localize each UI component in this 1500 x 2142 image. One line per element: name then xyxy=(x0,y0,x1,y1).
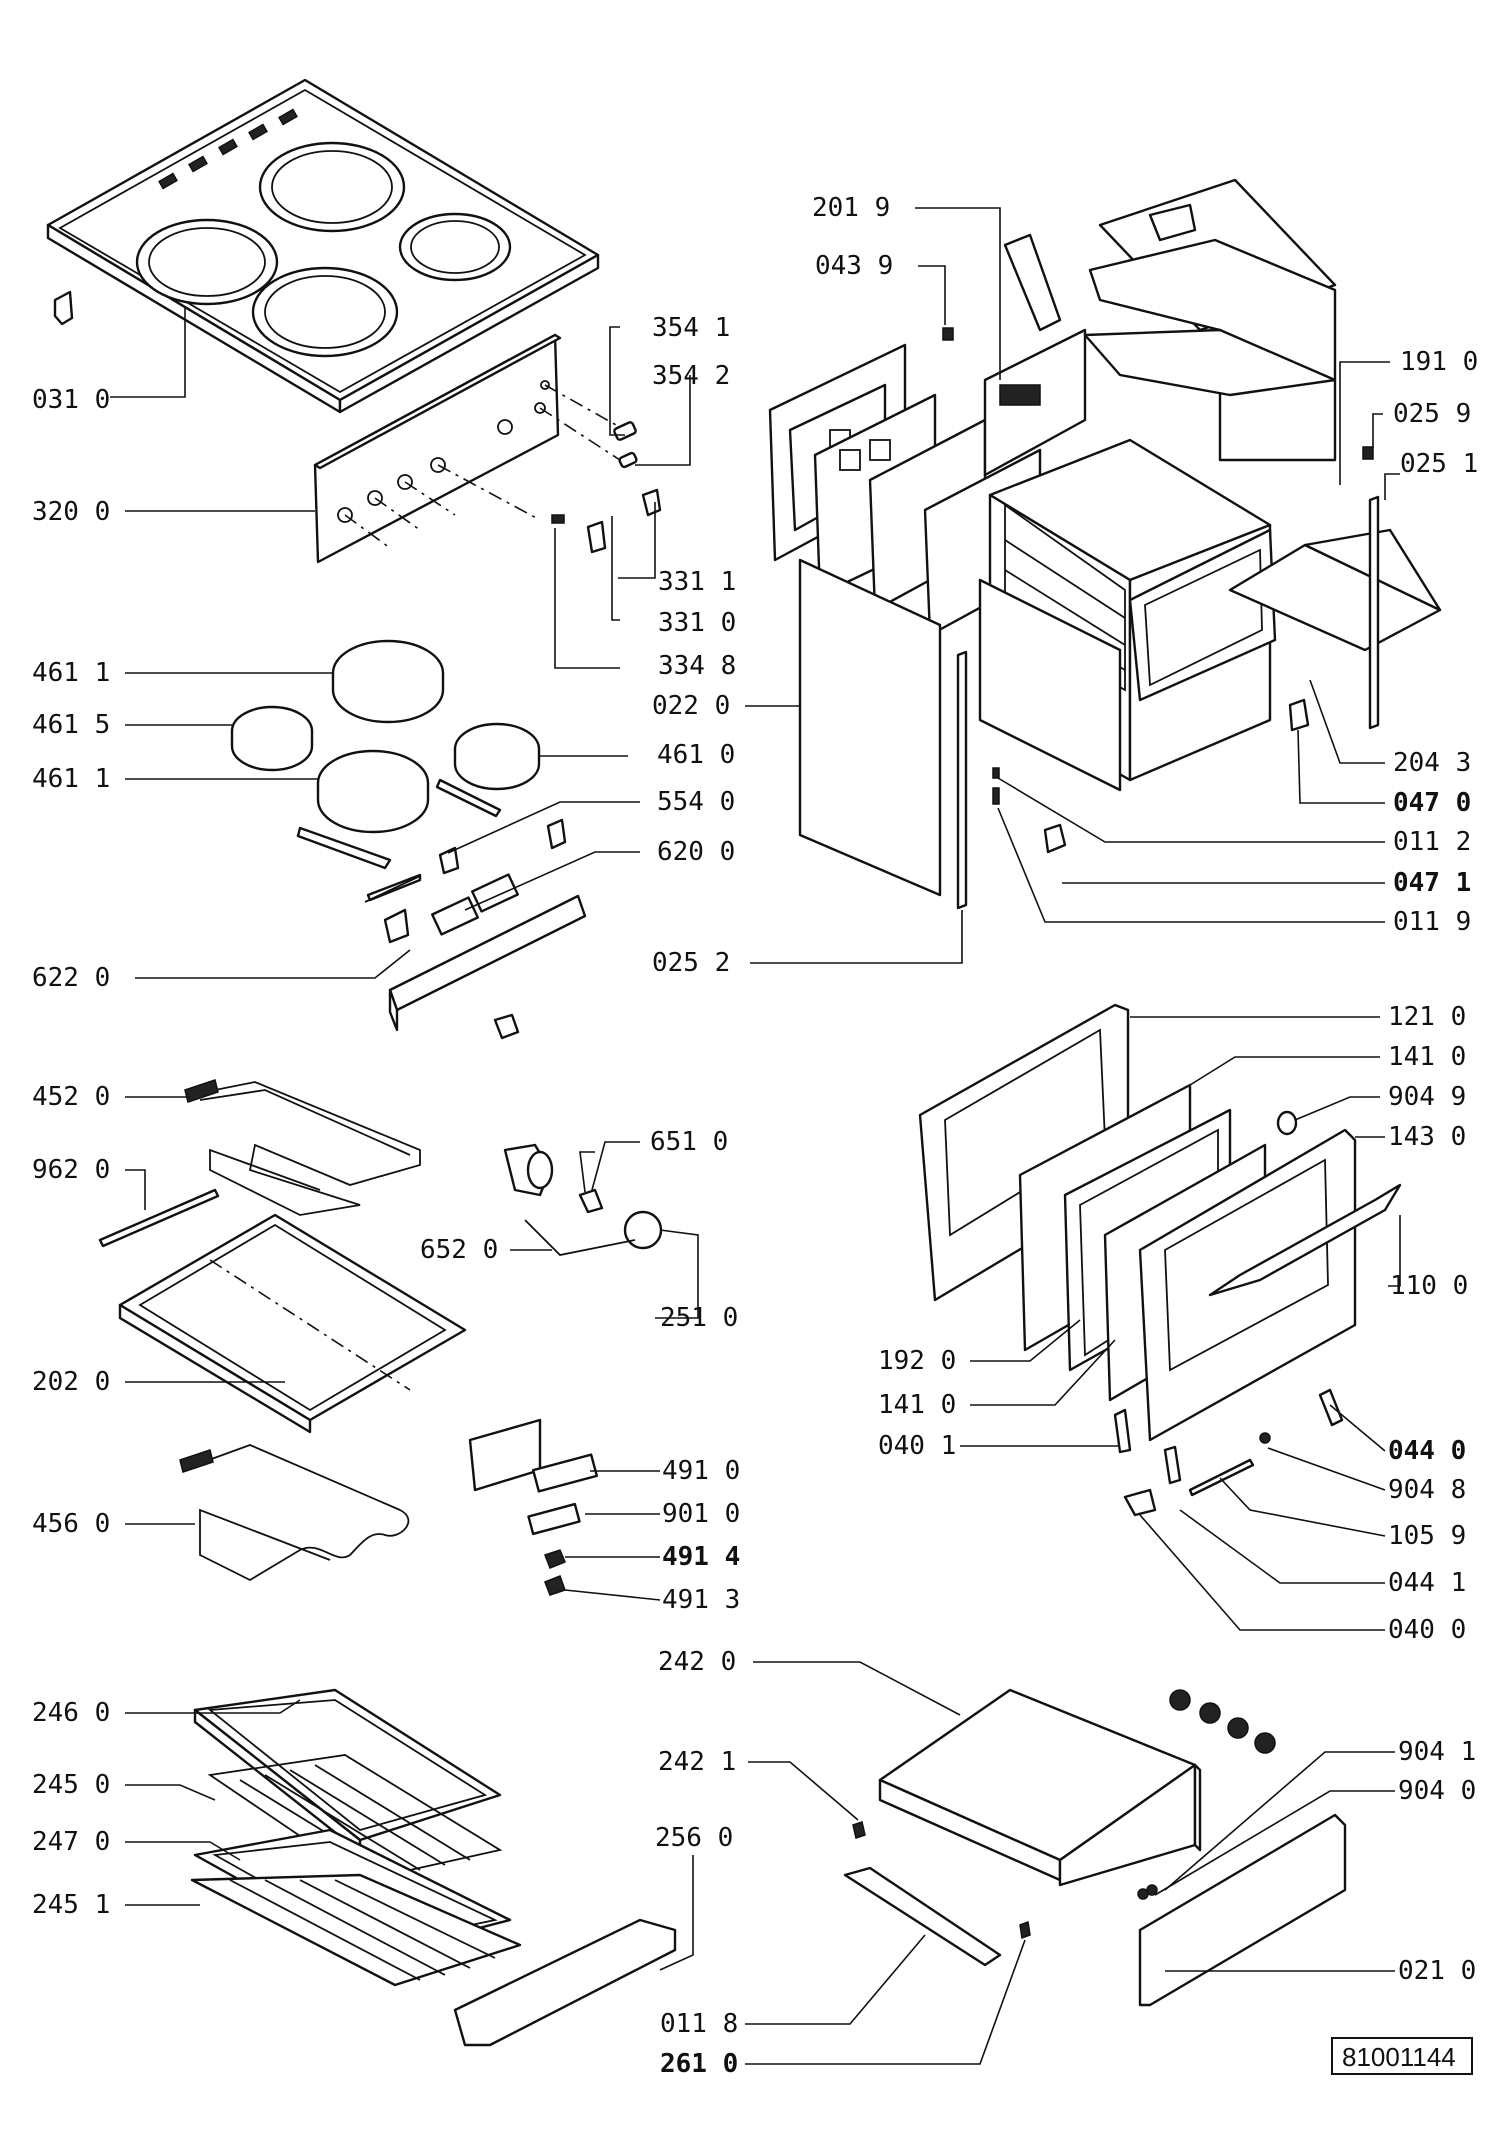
part-label: 491 4 xyxy=(662,1542,740,1572)
part-label: 331 0 xyxy=(658,608,736,638)
part-label: 461 1 xyxy=(32,658,110,688)
part-label: 962 0 xyxy=(32,1155,110,1185)
part-label: 141 0 xyxy=(1388,1042,1466,1072)
terminal-rail xyxy=(364,818,587,1040)
drawer-front-panel xyxy=(1138,1813,1347,2007)
door-hinges xyxy=(1113,1110,1344,1517)
drawer-front-handle xyxy=(453,1918,677,2047)
oven-top-covers xyxy=(1003,178,1337,462)
part-label: 021 0 xyxy=(1398,1956,1476,1986)
grill-tray xyxy=(118,1213,467,1434)
reference-number-box: 81001144 xyxy=(1331,2037,1473,2075)
part-label: 904 1 xyxy=(1398,1737,1476,1767)
oven-side-panel xyxy=(798,558,942,897)
oven-rack xyxy=(190,1873,522,1987)
part-label: 491 0 xyxy=(662,1456,740,1486)
part-label: 047 0 xyxy=(1393,788,1471,818)
part-label: 040 0 xyxy=(1388,1615,1466,1645)
part-label: 143 0 xyxy=(1388,1122,1466,1152)
part-label: 452 0 xyxy=(32,1082,110,1112)
part-label: 242 1 xyxy=(658,1747,736,1777)
switch-small-parts xyxy=(551,421,662,554)
part-label: 245 0 xyxy=(32,1770,110,1800)
part-label: 261 0 xyxy=(660,2049,738,2079)
part-label: 121 0 xyxy=(1388,1002,1466,1032)
part-label: 461 5 xyxy=(32,710,110,740)
part-label: 044 1 xyxy=(1388,1568,1466,1598)
part-label: 334 8 xyxy=(658,651,736,681)
part-label: 191 0 xyxy=(1400,347,1478,377)
part-label: 652 0 xyxy=(420,1235,498,1265)
part-label: 554 0 xyxy=(657,787,735,817)
part-label: 461 0 xyxy=(657,740,735,770)
hob-bracket xyxy=(53,290,74,326)
hotplates xyxy=(230,639,541,834)
lower-heating-element xyxy=(179,1444,410,1582)
part-label: 622 0 xyxy=(32,963,110,993)
part-label: 110 0 xyxy=(1390,1271,1468,1301)
part-label: 904 0 xyxy=(1398,1776,1476,1806)
grill-element xyxy=(184,1079,421,1216)
part-label: 040 1 xyxy=(878,1431,956,1461)
part-label: 354 2 xyxy=(652,361,730,391)
element-wire xyxy=(98,1188,220,1248)
part-label: 251 0 xyxy=(660,1303,738,1333)
storage-drawer xyxy=(878,1688,1202,1887)
part-label: 456 0 xyxy=(32,1509,110,1539)
part-label: 105 9 xyxy=(1388,1521,1466,1551)
oven-lamp xyxy=(503,1143,663,1256)
part-label: 011 9 xyxy=(1393,907,1471,937)
oven-trim-strips xyxy=(956,495,1380,910)
part-label: 204 3 xyxy=(1393,748,1471,778)
part-label: 256 0 xyxy=(655,1823,733,1853)
part-label: 025 9 xyxy=(1393,399,1471,429)
part-label: 201 9 xyxy=(812,193,890,223)
part-label: 047 1 xyxy=(1393,868,1471,898)
part-label: 031 0 xyxy=(32,385,110,415)
part-label: 025 1 xyxy=(1400,449,1478,479)
part-label: 011 2 xyxy=(1393,827,1471,857)
drawer-rail xyxy=(843,1866,1002,1967)
feet-screws xyxy=(852,1689,1276,1940)
hob-top-panel xyxy=(46,78,600,414)
part-label: 461 1 xyxy=(32,764,110,794)
part-label: 904 8 xyxy=(1388,1475,1466,1505)
part-label: 320 0 xyxy=(32,497,110,527)
reference-number: 81001144 xyxy=(1342,2042,1456,2072)
part-label: 245 1 xyxy=(32,1890,110,1920)
electronic-board xyxy=(468,1418,599,1596)
part-label: 025 2 xyxy=(652,948,730,978)
door-handle xyxy=(1208,1183,1402,1297)
part-label: 354 1 xyxy=(652,313,730,343)
part-label: 246 0 xyxy=(32,1698,110,1728)
part-label: 651 0 xyxy=(650,1127,728,1157)
part-label: 022 0 xyxy=(652,691,730,721)
part-label: 904 9 xyxy=(1388,1082,1466,1112)
part-label: 202 0 xyxy=(32,1367,110,1397)
control-panel xyxy=(313,333,626,564)
oven-gasket-frame xyxy=(1128,528,1277,702)
part-label: 491 3 xyxy=(662,1585,740,1615)
part-label: 044 0 xyxy=(1388,1436,1466,1466)
oven-inner-panels xyxy=(813,328,1087,637)
oven-small-fittings xyxy=(942,327,1374,854)
part-label: 901 0 xyxy=(662,1499,740,1529)
part-label: 011 8 xyxy=(660,2009,738,2039)
part-label: 192 0 xyxy=(878,1346,956,1376)
part-label: 247 0 xyxy=(32,1827,110,1857)
part-label: 242 0 xyxy=(658,1647,736,1677)
part-label: 331 1 xyxy=(658,567,736,597)
part-label: 141 0 xyxy=(878,1390,956,1420)
part-label: 043 9 xyxy=(815,251,893,281)
part-label: 620 0 xyxy=(657,837,735,867)
